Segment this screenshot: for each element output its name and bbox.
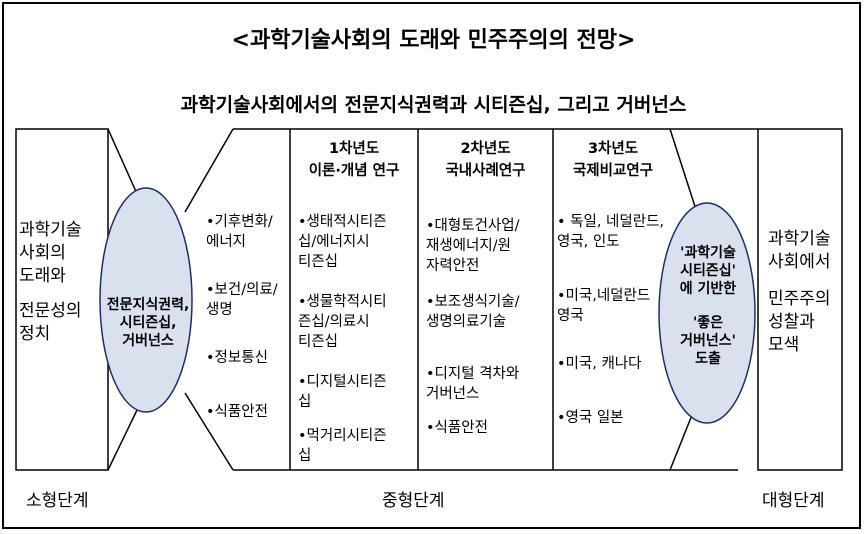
col1-item: 십	[298, 448, 312, 464]
right-connector-diag-top	[738, 129, 760, 205]
right-box-line: 민주주의	[768, 289, 831, 309]
right-ellipse-line: 도출	[695, 351, 721, 367]
col1-item: •생물학적시티	[298, 294, 387, 310]
right-box-text: 과학기술 사회에서 민주주의 성찰과 모색	[768, 228, 831, 357]
col2-title: 국내사례연구	[445, 163, 526, 179]
col2-item: •식품안전	[426, 420, 488, 436]
col3-item: 영국	[557, 308, 584, 324]
col1-year: 1차년도	[328, 141, 380, 157]
col3-item: •미국, 캐나다	[557, 356, 642, 372]
topic-item: •기후변화/	[206, 214, 273, 230]
col1-item: 티즌십	[298, 334, 339, 350]
col1-header: 1차년도 이론·개념 연구	[290, 138, 418, 182]
stage-large-label: 대형단계	[762, 491, 825, 511]
left-ellipse	[99, 187, 193, 413]
right-ellipse-line: '과학기술	[680, 245, 736, 261]
left-box-line: 사회의	[19, 243, 66, 263]
col2-item: •보조생식기술/	[426, 294, 520, 310]
topic-item: •식품안전	[206, 404, 268, 420]
col1-item: •생태적시티즌	[298, 214, 387, 230]
left-ellipse-line: 시티즌십,	[119, 315, 177, 331]
page-subtitle: 과학기술사회에서의 전문지식권력과 시티즌십, 그리고 거버넌스	[180, 94, 687, 116]
col1-title: 이론·개념 연구	[308, 163, 400, 179]
page-title: <과학기술사회의 도래와 민주주의의 전망>	[231, 28, 636, 53]
col1-item: •디지털시티즌	[298, 374, 387, 390]
right-box-line: 사회에서	[768, 252, 831, 272]
col2-item: •디지털 격차와	[426, 366, 520, 382]
stage-medium-label: 중형단계	[382, 491, 445, 511]
left-ellipse-line: 거버넌스	[122, 333, 174, 349]
col3-item: • 독일, 네덜란드,	[557, 214, 665, 230]
right-ellipse-text: '과학기술 시티즌십' 에 기반한 '좋은 거버넌스' 도출	[664, 244, 752, 368]
right-stage-box	[757, 128, 843, 471]
col1-item: 티즌십	[298, 254, 339, 270]
col2-item: 거버넌스	[426, 386, 480, 402]
right-ellipse-line: 시티즌십'	[680, 263, 736, 279]
col2-item: 자력안전	[426, 258, 480, 274]
topic-item: 생명	[206, 302, 233, 318]
col1-item: •먹거리시티즌	[298, 428, 387, 444]
topics-column: •기후변화/ 에너지 •보건/의료/ 생명 •정보통신 •식품안전	[206, 212, 290, 422]
right-ellipse-line: 거버넌스'	[680, 333, 736, 349]
col3-item: •미국,네덜란드	[557, 288, 651, 304]
col1-item: 십	[298, 394, 312, 410]
col2-header: 2차년도 국내사례연구	[418, 138, 553, 182]
col2-items: •대형토건사업/ 재생에너지/원 자력안전 •보조생식기술/ 생명의료기술 •디…	[426, 216, 552, 438]
col2-item: •대형토건사업/	[426, 218, 520, 234]
outer-frame	[2, 2, 861, 529]
col3-header: 3차년도 국제비교연구	[553, 138, 673, 182]
topic-item: •정보통신	[206, 350, 268, 366]
topic-item: •보건/의료/	[206, 282, 278, 298]
right-ellipse	[658, 202, 756, 424]
stage-small-label: 소형단계	[26, 491, 89, 511]
right-ellipse-line: 에 기반한	[679, 281, 737, 297]
col2-item: 생명의료기술	[426, 314, 507, 330]
col1-items: •생태적시티즌 십/에너지시 티즌십 •생물학적시티 즌십/의료시 티즌십 •디…	[298, 212, 416, 466]
left-stage-box	[15, 128, 109, 471]
col3-title: 국제비교연구	[572, 163, 654, 179]
left-ellipse-line: 전문지식권력,	[106, 297, 190, 313]
left-connector-top	[107, 128, 139, 197]
left-box-line: 정치	[19, 324, 51, 344]
col1-item: 즌십/의료시	[298, 314, 370, 330]
left-box-text: 과학기술 사회의 도래와 전문성의 정치	[19, 219, 82, 346]
col1-item: 십/에너지시	[298, 234, 370, 250]
middle-funnel-bottom	[184, 392, 234, 471]
topic-item: 에너지	[206, 234, 247, 250]
col3-item: 영국, 인도	[557, 234, 620, 250]
right-box-line: 모색	[768, 335, 800, 355]
left-box-line: 과학기술	[19, 220, 82, 240]
left-ellipse-text: 전문지식권력, 시티즌십, 거버넌스	[96, 296, 200, 350]
right-box-line: 과학기술	[768, 229, 831, 249]
col3-item: •영국 일본	[557, 410, 624, 426]
col3-items: • 독일, 네덜란드, 영국, 인도 •미국,네덜란드 영국 •미국, 캐나다 …	[557, 212, 687, 428]
left-connector-bottom	[107, 407, 139, 471]
col3-year: 3차년도	[587, 141, 639, 157]
right-ellipse-line: '좋은	[692, 315, 724, 331]
middle-funnel-top	[184, 128, 234, 213]
left-box-line: 도래와	[19, 266, 66, 286]
right-box-line: 성찰과	[768, 312, 815, 332]
col2-year: 2차년도	[460, 141, 511, 157]
left-box-line: 전문성의	[19, 301, 82, 321]
col2-item: 재생에너지/원	[426, 238, 511, 254]
